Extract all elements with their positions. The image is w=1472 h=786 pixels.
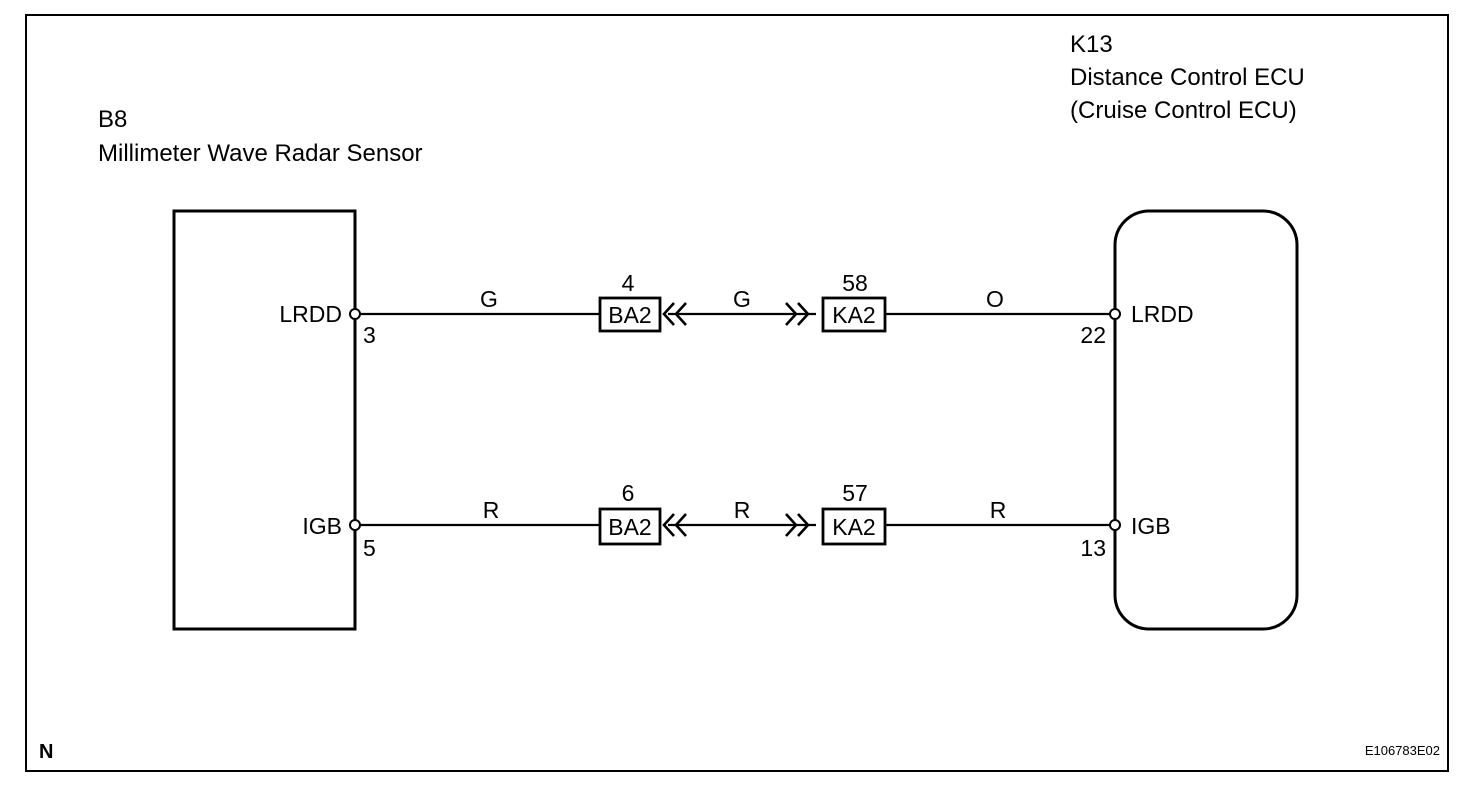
male-connector-symbol <box>797 302 810 326</box>
ecu-pin-signal: LRDD <box>1131 301 1194 327</box>
connector-ba2 <box>598 507 662 546</box>
ecu-name: Distance Control ECU <box>1070 64 1305 91</box>
sensor-code: B8 <box>98 106 127 133</box>
sensor-pin-signal: IGB <box>302 513 342 539</box>
connector-pin-number: 58 <box>842 270 868 296</box>
wire-color-label: R <box>990 497 1007 523</box>
female-connector-symbol <box>674 513 687 537</box>
wire-color-label: G <box>733 286 751 312</box>
sensor-pin-signal: LRDD <box>279 301 342 327</box>
circuit-lrdd: LRDD 3 G BA2 4 G KA2 58 O LRDD 22 <box>279 270 1193 348</box>
sensor-pin-number: 5 <box>363 535 376 561</box>
ecu-pin-number: 13 <box>1080 535 1106 561</box>
wire-color-label: R <box>734 497 751 523</box>
corner-mark: N <box>39 741 53 763</box>
female-connector-symbol <box>662 513 675 537</box>
connector-pin-number: 57 <box>842 480 868 506</box>
connector-name: BA2 <box>608 514 651 540</box>
connector-name: KA2 <box>832 302 875 328</box>
ecu-terminal <box>1109 308 1121 320</box>
ecu-subname: (Cruise Control ECU) <box>1070 97 1297 124</box>
ecu-body <box>1113 209 1299 631</box>
male-connector-symbol <box>797 513 810 537</box>
male-connector-symbol <box>785 513 798 537</box>
sensor-body <box>172 209 357 631</box>
wire-color-label: R <box>483 497 500 523</box>
ecu-code: K13 <box>1070 31 1113 58</box>
circuit-igb: IGB 5 R BA2 6 R KA2 57 R IGB 13 <box>302 480 1170 561</box>
wire-color-label: O <box>986 286 1004 312</box>
sensor-name: Millimeter Wave Radar Sensor <box>98 140 423 167</box>
connector-ka2 <box>821 507 887 546</box>
sensor-pin-number: 3 <box>363 322 376 348</box>
female-connector-symbol <box>662 302 675 326</box>
sensor-terminal <box>349 519 361 531</box>
wire-color-label: G <box>480 286 498 312</box>
ecu-terminal <box>1109 519 1121 531</box>
ecu-pin-signal: IGB <box>1131 513 1171 539</box>
connector-pin-number: 4 <box>622 270 635 296</box>
connector-name: BA2 <box>608 302 651 328</box>
connector-name: KA2 <box>832 514 875 540</box>
ecu-pin-number: 22 <box>1080 322 1106 348</box>
connector-ba2 <box>598 296 662 333</box>
figure-id: E106783E02 <box>1365 743 1440 758</box>
male-connector-symbol <box>785 302 798 326</box>
female-connector-symbol <box>674 302 687 326</box>
connector-ka2 <box>821 296 887 333</box>
connector-pin-number: 6 <box>622 480 635 506</box>
sensor-terminal <box>349 308 361 320</box>
